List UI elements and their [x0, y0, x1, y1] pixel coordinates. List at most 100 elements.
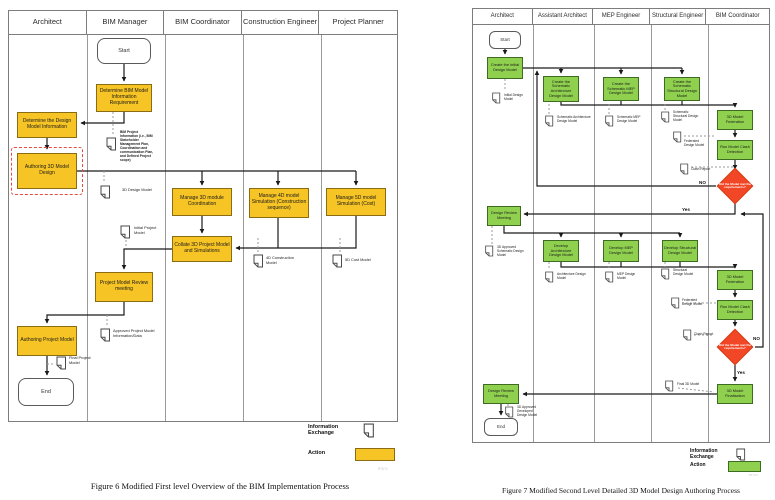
fig7-lane-structural-engineer: Structural Engineer: [649, 9, 707, 25]
information-exchange-icon: [660, 268, 670, 280]
fig6-node-determine-design-model-info: Determine the Design Model Information: [17, 112, 77, 138]
information-exchange-icon: [99, 328, 111, 342]
lane-divider: [165, 35, 166, 421]
lane-divider: [533, 25, 534, 442]
information-exchange-icon: [604, 115, 614, 127]
information-exchange-icon: [682, 329, 692, 341]
lane-divider: [651, 25, 652, 442]
information-exchange-icon: [604, 271, 614, 283]
fig7-lane-assistant-architect: Assistant Architect: [532, 9, 594, 25]
information-exchange-icon: [544, 271, 554, 283]
lane-divider: [594, 25, 595, 442]
fig7-node-create-schematic-architecture: Create the Schematic Architecture Design…: [543, 76, 579, 102]
doc-label-5d-cost-model: 5D Cost Model: [345, 257, 371, 262]
fig6-node-determine-bim-model-info: Determine BIM Model Information Requirem…: [96, 84, 152, 112]
fig7-node-develop-structural: Develop Structural Design Model: [662, 240, 698, 262]
fig7-node-create-initial-design-model: Create the Initial Design Model: [487, 57, 523, 79]
fig7-legend-information-exchange-label: Information Exchange: [690, 448, 718, 460]
information-exchange-icon: [99, 185, 111, 199]
fig6-lane-header-row: Architect BIM Manager BIM Coordinator Co…: [9, 11, 397, 35]
fig6-end-node: End: [18, 378, 74, 406]
fig7-decision-2-label: Did the Model met the requirements?: [718, 342, 752, 350]
fig7-watermark: miro: [749, 473, 758, 477]
fig6-start-node: Start: [97, 38, 151, 64]
fig6-highlight-red-dashed-box: [11, 147, 83, 195]
fig7-node-develop-architecture: Develop Architecture Design Model: [543, 240, 579, 262]
fig7-legend-action-swatch: [728, 461, 761, 472]
doc-label-structural-design-model: Structural Design Model: [673, 268, 694, 276]
fig7-node-run-clash-detection-1: Run Model Clash Detection: [717, 140, 753, 160]
information-exchange-icon: [484, 245, 494, 257]
fig6-legend-information-exchange-label: Information Exchange: [308, 424, 339, 437]
fig7-node-design-review-meeting-1: Design Review Meeting: [487, 206, 521, 226]
doc-label-clash-report-1: Clash Report: [691, 167, 711, 171]
information-exchange-icon: [252, 254, 264, 268]
information-exchange-icon: [331, 254, 343, 268]
fig6-node-authoring-3d-model-design: Authoring 3D Model Design: [17, 153, 77, 189]
fig7-lane-architect: Architect: [473, 9, 533, 25]
doc-label-architecture-design-model: Architecture Design Model: [557, 272, 586, 280]
fig6-legend-action-label: Action: [308, 450, 326, 456]
doc-label-schematic-structural: Schematic Structural Design Model: [673, 110, 699, 122]
fig6-node-authoring-project-model: Authoring Project Model: [17, 326, 77, 356]
doc-label-schematic-mep: Schematic MEP Design Model: [617, 115, 641, 123]
information-exchange-icon: [660, 111, 670, 123]
fig7-no-label-2: NO: [753, 336, 760, 341]
fig7-caption: Figure 7 Modified Second Level Detailed …: [502, 486, 740, 495]
fig7-node-run-clash-detection-2: Run Model Clash Detection: [717, 300, 753, 320]
fig7-legend-action-label: Action: [690, 462, 706, 468]
fig6-lane-project-planner: Project Planner: [319, 11, 397, 35]
doc-label-schematic-architecture: Schematic Architecture Design Model: [557, 115, 591, 123]
doc-label-initial-project-model: Initial Project Model: [134, 225, 157, 235]
information-exchange-icon: [735, 448, 746, 461]
fig7-lane-bim-coordinator: BIM Coordinator: [706, 9, 770, 25]
fig7-node-design-review-meeting-2: Design Review Meeting: [483, 384, 519, 404]
doc-label-federated-model-1: Federated Design Model: [684, 139, 705, 147]
doc-label-mep-design-model: MEP Design Model: [617, 272, 636, 280]
fig7-yes-label-1: Yes: [682, 207, 690, 212]
doc-label-federated-model-2: Federated Design Model: [682, 298, 703, 306]
doc-label-approved-schematic: 3D Approved Schematic Design Model: [497, 245, 524, 257]
fig6-node-manage-4d-simulation: Manage 4D model Simulation (Construction…: [249, 188, 309, 218]
fig7-node-3d-model-federation-1: 3D Model Federation: [717, 110, 753, 130]
fig6-lane-construction-engineer: Construction Engineer: [241, 11, 320, 35]
fig7-no-label-1: NO: [699, 180, 706, 185]
lane-divider: [243, 35, 244, 421]
doc-label-initial-design-model: Initial Design Model: [504, 93, 523, 101]
fig7-node-develop-mep: Develop MEP Design Model: [603, 240, 639, 262]
information-exchange-icon: [105, 137, 117, 151]
lane-divider: [708, 25, 709, 442]
fig6-node-manage-3d-coordination: Manage 3D module Coordination: [172, 188, 232, 216]
information-exchange-icon: [664, 380, 674, 392]
information-exchange-icon: [504, 406, 514, 418]
information-exchange-icon: [119, 225, 131, 239]
doc-label-approved-project-model-info: Approved Project Model Information/Data: [113, 328, 155, 338]
lane-divider: [87, 35, 88, 421]
fig6-lane-bim-coordinator: BIM Coordinator: [164, 11, 242, 35]
doc-label-bim-project-information: BIM Project Information (i.e., BIM Stake…: [120, 130, 154, 162]
information-exchange-icon: [670, 297, 680, 309]
fig7-node-create-schematic-mep: Create the Schematic MEP Design Model: [603, 77, 639, 101]
fig7-node-3d-model-finalisation: 3D Model Finalisation: [717, 384, 753, 404]
fig7-end-node: End: [484, 418, 518, 436]
doc-label-4d-construction-model: 4D Construction Model: [266, 255, 294, 265]
fig6-node-manage-5d-simulation: Manage 5D model Simulation (Cost): [326, 188, 386, 216]
fig7-lane-mep-engineer: MEP Engineer: [593, 9, 650, 25]
information-exchange-icon: [55, 356, 67, 370]
information-exchange-icon: [672, 131, 682, 143]
fig7-lane-header-row: Architect Assistant Architect MEP Engine…: [473, 9, 770, 25]
fig7-yes-label-2: Yes: [737, 370, 745, 375]
doc-label-3d-design-model: 3D Design Model: [122, 187, 152, 192]
doc-label-final-3d-model: Final 3D Model: [677, 382, 700, 386]
doc-label-clash-report-2: Clash Report: [694, 332, 714, 336]
information-exchange-icon: [362, 423, 375, 438]
fig7-node-create-schematic-structural: Create the Schematic Structural Design M…: [664, 77, 700, 101]
information-exchange-icon: [679, 163, 689, 175]
doc-label-approved-developed: 3D Approved Developed Design Model: [517, 405, 538, 417]
fig6-node-collate-3d-project-model: Collate 3D Project Model and Simulations: [172, 236, 232, 262]
fig6-node-project-model-review-meeting: Project Model Review meeting: [95, 272, 153, 302]
doc-label-final-project-model: Final Project Model: [69, 355, 91, 365]
fig7-decision-1-label: Did the Model met the requirements?: [718, 181, 752, 189]
fig6-lane-architect: Architect: [9, 11, 87, 35]
fig6-lane-bim-manager: BIM Manager: [86, 11, 165, 35]
